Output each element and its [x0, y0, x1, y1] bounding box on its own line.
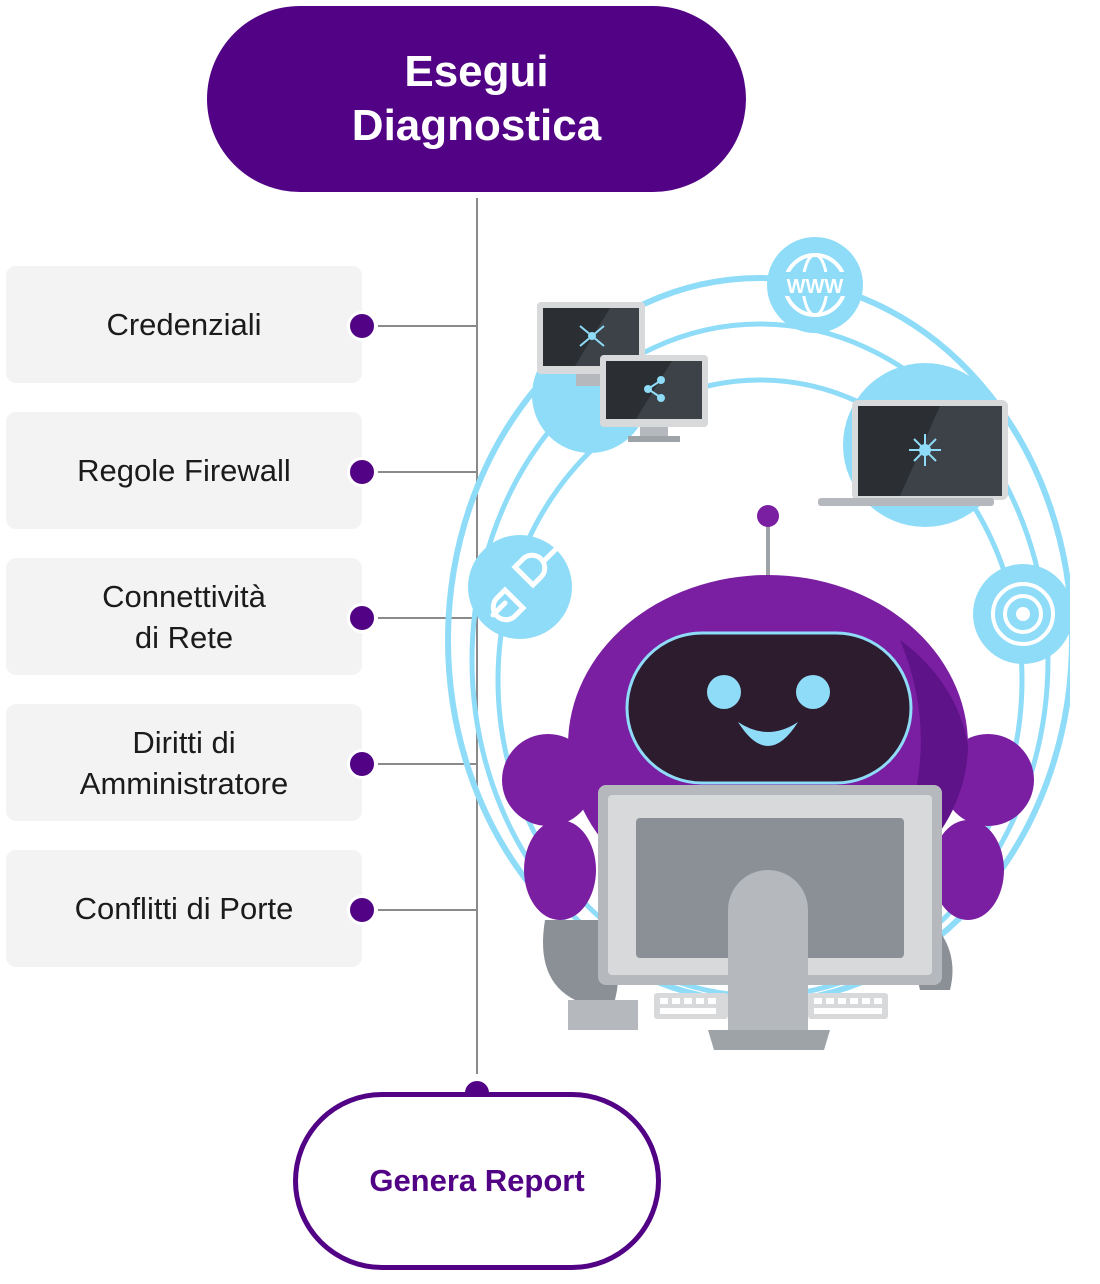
run-diagnostics-line2: Diagnostica [351, 101, 602, 150]
www-globe-icon: WWW [767, 237, 863, 333]
monitor-icon [598, 785, 942, 1050]
disc-icon [973, 564, 1070, 664]
generate-report-button[interactable]: Genera Report [293, 1092, 661, 1270]
run-diagnostics-line1: Esegui [404, 47, 549, 96]
node-dot-network-connectivity [347, 603, 377, 633]
generate-report-label: Genera Report [369, 1163, 585, 1198]
connector-admin-rights [378, 763, 476, 765]
check-card-port-conflicts: Conflitti di Porte [6, 850, 362, 967]
plug-icon [468, 535, 572, 639]
node-dot-port-conflicts [347, 895, 377, 925]
check-card-firewall-rules: Regole Firewall [6, 412, 362, 529]
run-diagnostics-button[interactable]: Esegui Diagnostica [207, 6, 746, 192]
svg-text:WWW: WWW [787, 276, 844, 298]
check-label-firewall-rules: Regole Firewall [77, 453, 291, 488]
connector-credentials [378, 325, 476, 327]
desktop-computers-icon [532, 302, 708, 453]
laptop-icon [818, 363, 1008, 527]
check-card-credentials: Credenziali [6, 266, 362, 383]
check-label-port-conflicts: Conflitti di Porte [74, 891, 294, 926]
check-card-network-connectivity: Connettività di Rete [6, 558, 362, 675]
check-label-network-connectivity: Connettività di Rete [102, 578, 266, 655]
connector-firewall-rules [378, 471, 476, 473]
keyboard-icon [654, 993, 888, 1019]
flow-spine [476, 198, 478, 1074]
node-dot-credentials [347, 311, 377, 341]
connector-port-conflicts [378, 909, 476, 911]
check-label-credentials: Credenziali [106, 307, 262, 342]
robot-illustration: WWW [445, 237, 1070, 1050]
node-dot-admin-rights [347, 749, 377, 779]
node-dot-firewall-rules [347, 457, 377, 487]
connector-network-connectivity [378, 617, 476, 619]
check-label-admin-rights: Diritti di Amministratore [79, 724, 289, 801]
check-card-admin-rights: Diritti di Amministratore [6, 704, 362, 821]
